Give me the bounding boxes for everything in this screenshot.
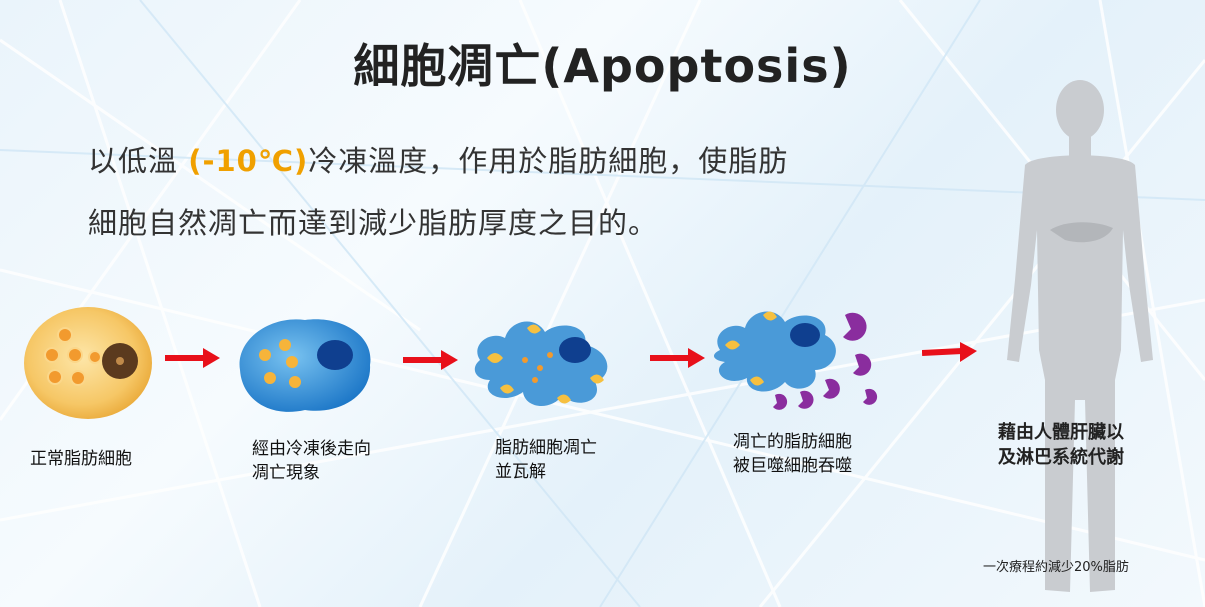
normal-fat-cell-illustration bbox=[24, 307, 152, 419]
stage-label-normal: 正常脂肪細胞 bbox=[30, 447, 132, 471]
temperature-highlight: (-10℃) bbox=[188, 144, 309, 178]
arrow-right-icon bbox=[403, 350, 458, 370]
stage-label-line: 脂肪細胞凋亡 bbox=[495, 438, 597, 458]
stage-label-line: 經由冷凍後走向 bbox=[252, 439, 371, 459]
stage-label-line: 並瓦解 bbox=[495, 462, 546, 482]
treatment-footnote: 一次療程約減少20%脂肪 bbox=[983, 560, 1129, 575]
intro-text: 冷凍溫度，作用於脂肪細胞，使脂肪 bbox=[308, 144, 789, 178]
frozen-cell-illustration bbox=[239, 319, 371, 412]
macrophage-engulfment-illustration bbox=[713, 311, 878, 410]
human-silhouette-icon bbox=[1007, 80, 1153, 592]
stage-label-line: 凋亡現象 bbox=[252, 463, 320, 483]
metabolism-label-line1: 藉由人體肝臟以 bbox=[998, 422, 1124, 443]
stage-label-apoptosis: 脂肪細胞凋亡 並瓦解 bbox=[495, 436, 597, 484]
arrow-right-icon bbox=[922, 342, 977, 362]
stage-label-line: 凋亡的脂肪細胞 bbox=[733, 432, 852, 452]
intro-line-1: 以低溫 (-10℃)冷凍溫度，作用於脂肪細胞，使脂肪 bbox=[88, 138, 988, 180]
metabolism-label: 藉由人體肝臟以 及淋巴系統代謝 bbox=[998, 420, 1124, 470]
arrow-right-icon bbox=[650, 348, 705, 368]
arrow-right-icon bbox=[165, 348, 220, 368]
intro-text: 以低溫 bbox=[88, 144, 189, 178]
stage-label-frozen: 經由冷凍後走向 凋亡現象 bbox=[252, 437, 371, 485]
stage-label-line: 正常脂肪細胞 bbox=[30, 449, 132, 469]
intro-line-2: 細胞自然凋亡而達到減少脂肪厚度之目的。 bbox=[88, 206, 659, 240]
stage-label-engulfed: 凋亡的脂肪細胞 被巨噬細胞吞噬 bbox=[733, 430, 852, 478]
page-title: 細胞凋亡(Apoptosis) bbox=[353, 39, 852, 93]
apoptotic-cell-illustration bbox=[474, 321, 608, 407]
metabolism-label-line2: 及淋巴系統代謝 bbox=[998, 447, 1124, 468]
stage-label-line: 被巨噬細胞吞噬 bbox=[733, 456, 852, 476]
